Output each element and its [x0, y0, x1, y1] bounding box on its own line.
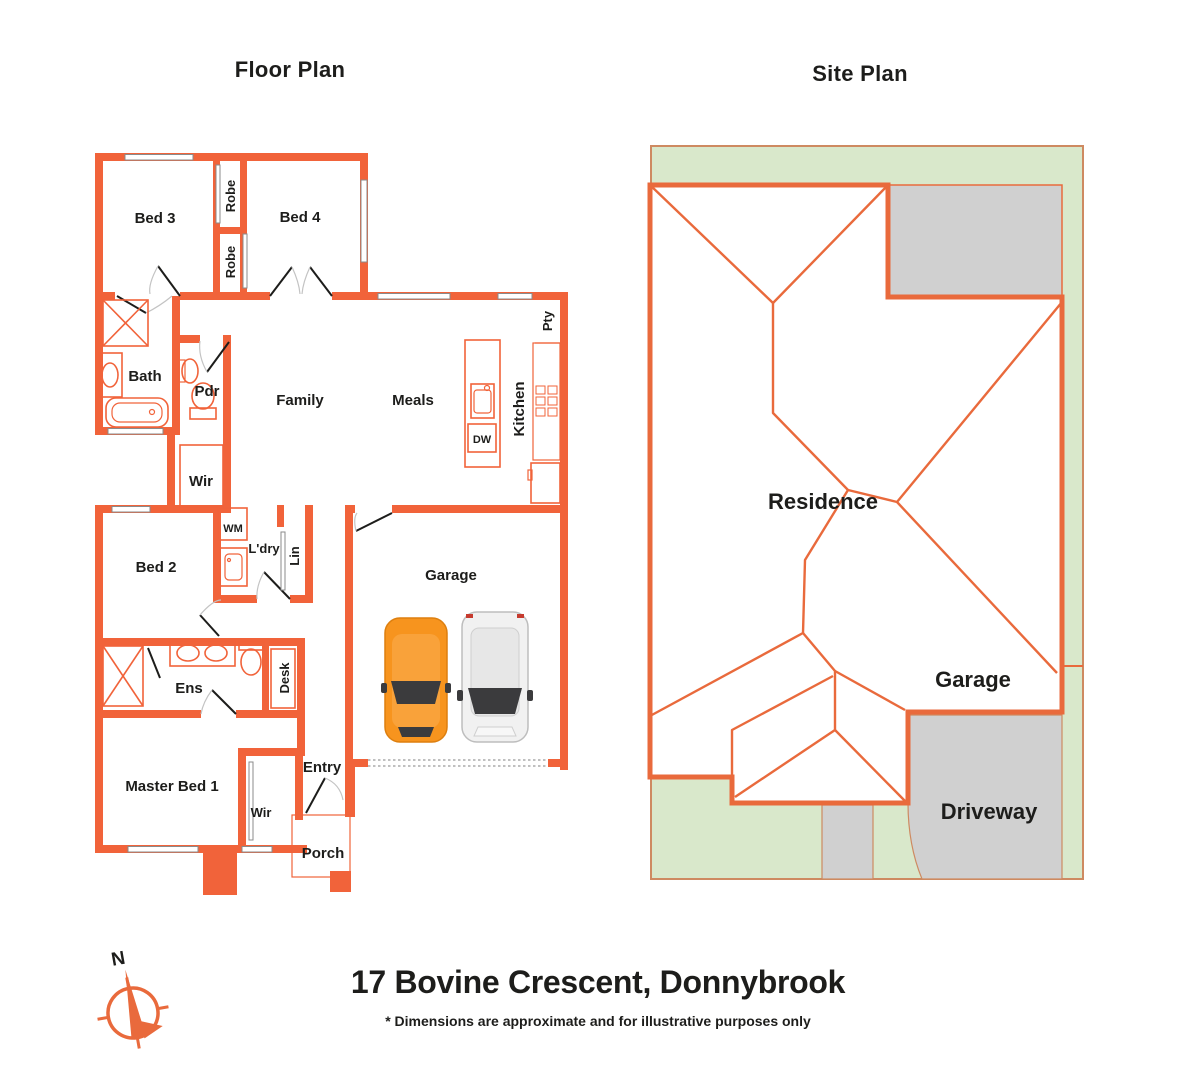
- room-label-ens: Ens: [175, 680, 203, 697]
- room-label-entry: Entry: [303, 759, 342, 776]
- compass-north-label: N: [110, 948, 127, 971]
- site-plan-title: Site Plan: [812, 61, 908, 86]
- car-white: [457, 611, 533, 743]
- ens-shower: [102, 645, 144, 707]
- room-label-bed4: Bed 4: [280, 209, 322, 226]
- kitchen-island: [464, 339, 501, 468]
- bathtub: [105, 397, 169, 428]
- dimensions-disclaimer: * Dimensions are approximate and for ill…: [385, 1013, 811, 1029]
- pdr-basin: [178, 358, 199, 384]
- room-label-pty: Pty: [540, 310, 555, 331]
- fridge: [527, 462, 561, 504]
- kitchen-bench: [532, 342, 561, 461]
- room-label-garage: Garage: [425, 567, 477, 584]
- windows: [107, 154, 533, 853]
- robe-rail: [242, 233, 248, 289]
- doors: [116, 265, 393, 814]
- room-label-dw: DW: [473, 434, 492, 446]
- room-label-master: Master Bed 1: [125, 778, 218, 795]
- wir-rail: [248, 761, 254, 841]
- garage-door: [368, 759, 548, 767]
- robe-rail: [215, 164, 221, 224]
- porch-post: [330, 871, 351, 892]
- vanity: [98, 352, 123, 398]
- wir-closet: [179, 444, 224, 508]
- room-label-porch: Porch: [302, 845, 345, 862]
- room-label-desk: Desk: [277, 662, 292, 694]
- room-label-pdr: Pdr: [194, 383, 219, 400]
- cooktop: [535, 385, 558, 417]
- room-label-bed3: Bed 3: [135, 210, 176, 227]
- room-label-robe-bottom: Robe: [223, 246, 238, 279]
- laundry-tub: [219, 547, 248, 587]
- room-label-wir-master: Wir: [251, 805, 272, 820]
- site-plan: Residence Garage Driveway: [647, 145, 1084, 880]
- site-label-garage: Garage: [935, 667, 1011, 692]
- washing-machine: [217, 507, 248, 541]
- porch-outline: [291, 814, 351, 878]
- room-label-wm: WM: [223, 523, 243, 535]
- dishwasher: [467, 423, 497, 453]
- site-label-residence: Residence: [768, 489, 878, 514]
- fixtures: [98, 164, 561, 892]
- car-orange: [381, 617, 451, 743]
- roof-lines: [649, 184, 1063, 802]
- room-label-bed2: Bed 2: [136, 559, 177, 576]
- property-address: 17 Bovine Crescent, Donnybrook: [350, 964, 846, 1000]
- ens-toilet: [238, 640, 265, 676]
- compass: N: [97, 948, 169, 1049]
- site-label-driveway: Driveway: [941, 799, 1038, 824]
- path-area: [821, 804, 874, 880]
- residence-footprint: [647, 182, 1065, 806]
- pdr-toilet: [189, 382, 217, 420]
- floor-plan: Bed 3 Robe Robe Bed 4 Bath Pdr Family Me…: [95, 153, 568, 895]
- desk: [270, 648, 296, 709]
- room-label-ldry: L'dry: [248, 541, 280, 556]
- driveway-area: [907, 714, 1063, 880]
- room-label-family: Family: [276, 392, 324, 409]
- room-label-robe-top: Robe: [223, 180, 238, 213]
- shower: [102, 299, 149, 347]
- room-label-wir-hall: Wir: [189, 473, 213, 490]
- room-label-kitchen: Kitchen: [511, 381, 528, 436]
- room-label-lin: Lin: [287, 546, 302, 566]
- room-label-bath: Bath: [128, 368, 161, 385]
- alfresco-area: [887, 184, 1063, 298]
- ens-vanity: [169, 640, 236, 667]
- floor-plan-title: Floor Plan: [234, 57, 346, 82]
- room-label-meals: Meals: [392, 392, 434, 409]
- linen-rail: [280, 531, 286, 591]
